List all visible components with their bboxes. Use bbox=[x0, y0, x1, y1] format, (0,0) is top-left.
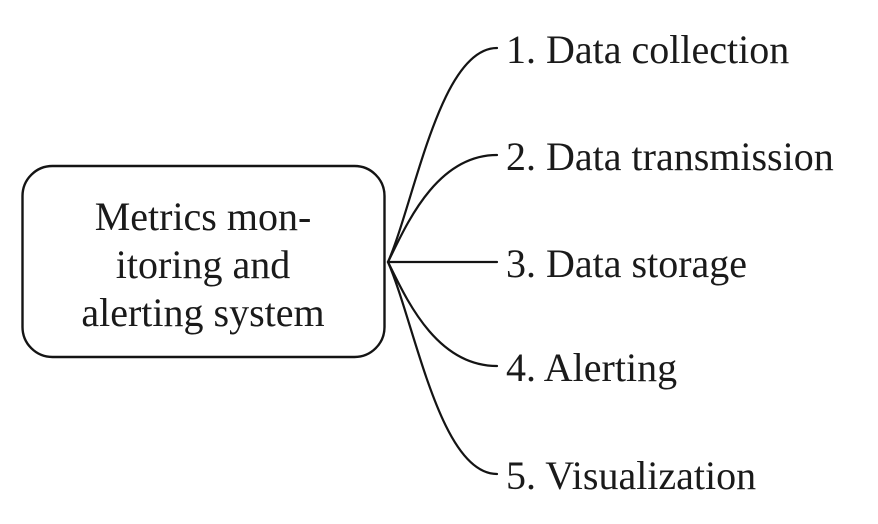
branch-curve-4 bbox=[386, 260, 499, 368]
branch-label-5: 5. Visualization bbox=[506, 453, 756, 498]
root-node-label: Metrics mon- itoring and alerting system bbox=[81, 194, 324, 335]
branch-curve-5 bbox=[386, 260, 499, 476]
branch-links bbox=[386, 46, 499, 476]
root-label-line-3: alerting system bbox=[81, 290, 324, 335]
branch-label-4: 4. Alerting bbox=[506, 345, 677, 390]
branch-label-1: 1. Data collection bbox=[506, 27, 789, 72]
root-label-line-2: itoring and bbox=[116, 242, 290, 287]
branch-label-3: 3. Data storage bbox=[506, 241, 747, 286]
root-node-box bbox=[21, 164, 386, 359]
branch-label-2: 2. Data transmission bbox=[506, 134, 834, 179]
branch-curve-2 bbox=[386, 153, 499, 264]
branch-labels: 1. Data collection 2. Data transmission … bbox=[506, 27, 834, 498]
branch-curve-1 bbox=[386, 46, 499, 264]
root-label-line-1: Metrics mon- bbox=[95, 194, 312, 239]
